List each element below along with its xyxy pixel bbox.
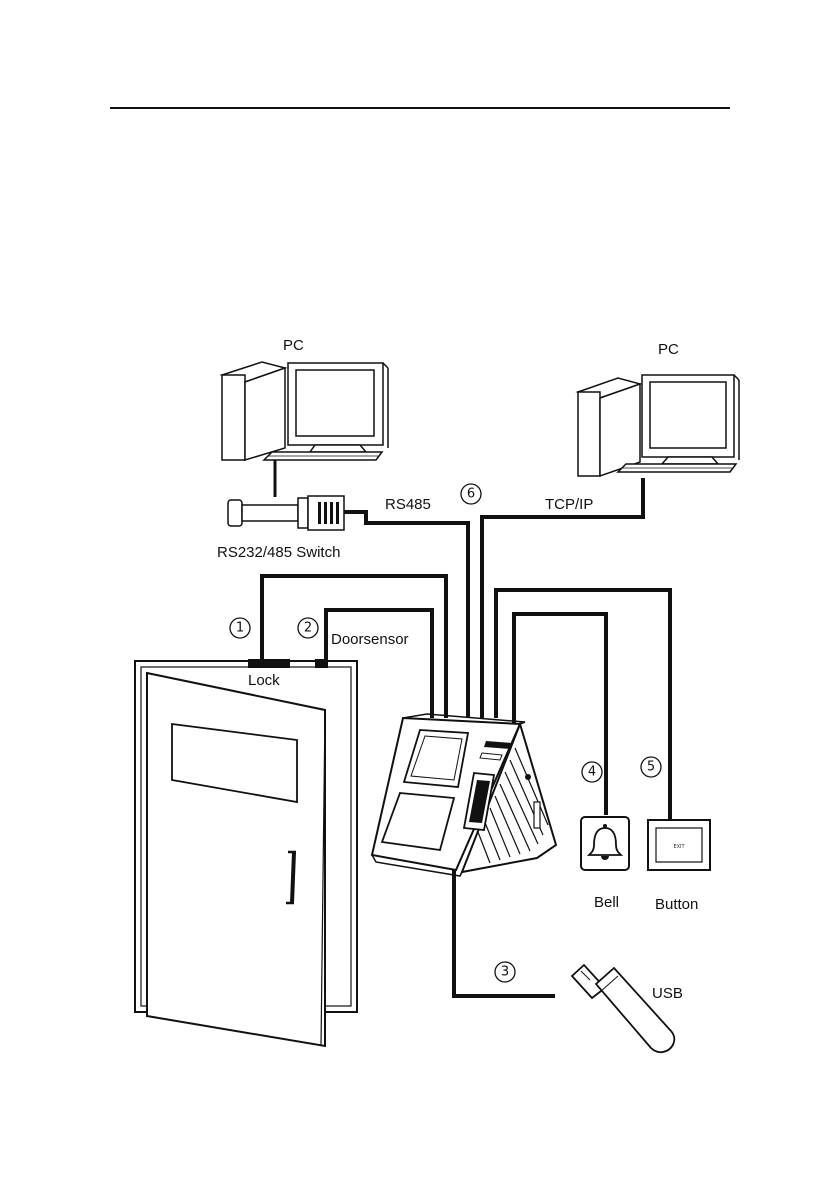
rs485-wire [344, 512, 468, 718]
exit-button-icon: EXIT [648, 820, 710, 870]
access-terminal-icon [372, 714, 556, 876]
svg-text:4: 4 [588, 765, 596, 780]
svg-text:5: 5 [647, 760, 655, 775]
svg-text:6: 6 [467, 487, 475, 502]
doorsensor-label: Doorsensor [331, 631, 409, 648]
door-icon [135, 659, 357, 1046]
button-face-text: EXIT [673, 844, 685, 850]
pc-left-icon [222, 362, 388, 460]
rs232-485-switch-icon [228, 496, 344, 530]
usb-stick-icon [572, 965, 674, 1052]
svg-text:3: 3 [501, 965, 509, 980]
bell-icon [581, 817, 629, 870]
marker-6: ⑥ 6 [461, 484, 481, 504]
lock-label: Lock [248, 672, 280, 689]
pc-left-label: PC [283, 337, 304, 354]
tcpip-wire [482, 478, 643, 718]
button-label: Button [655, 896, 698, 913]
svg-text:1: 1 [236, 621, 244, 636]
tcpip-label: TCP/IP [545, 496, 593, 513]
bell-label: Bell [594, 894, 619, 911]
marker-5: ⑤ 5 [641, 757, 661, 777]
usb-label: USB [652, 985, 683, 1002]
svg-text:2: 2 [304, 621, 312, 636]
rs485-label: RS485 [385, 496, 431, 513]
marker-1: ① 1 [230, 618, 250, 638]
marker-2: ② 2 [298, 618, 318, 638]
pc-right-label: PC [658, 341, 679, 358]
marker-4: ④ 4 [582, 762, 602, 782]
pc-right-icon [578, 375, 739, 476]
marker-3: ③ 3 [495, 962, 515, 982]
rs-switch-label: RS232/485 Switch [217, 544, 340, 561]
